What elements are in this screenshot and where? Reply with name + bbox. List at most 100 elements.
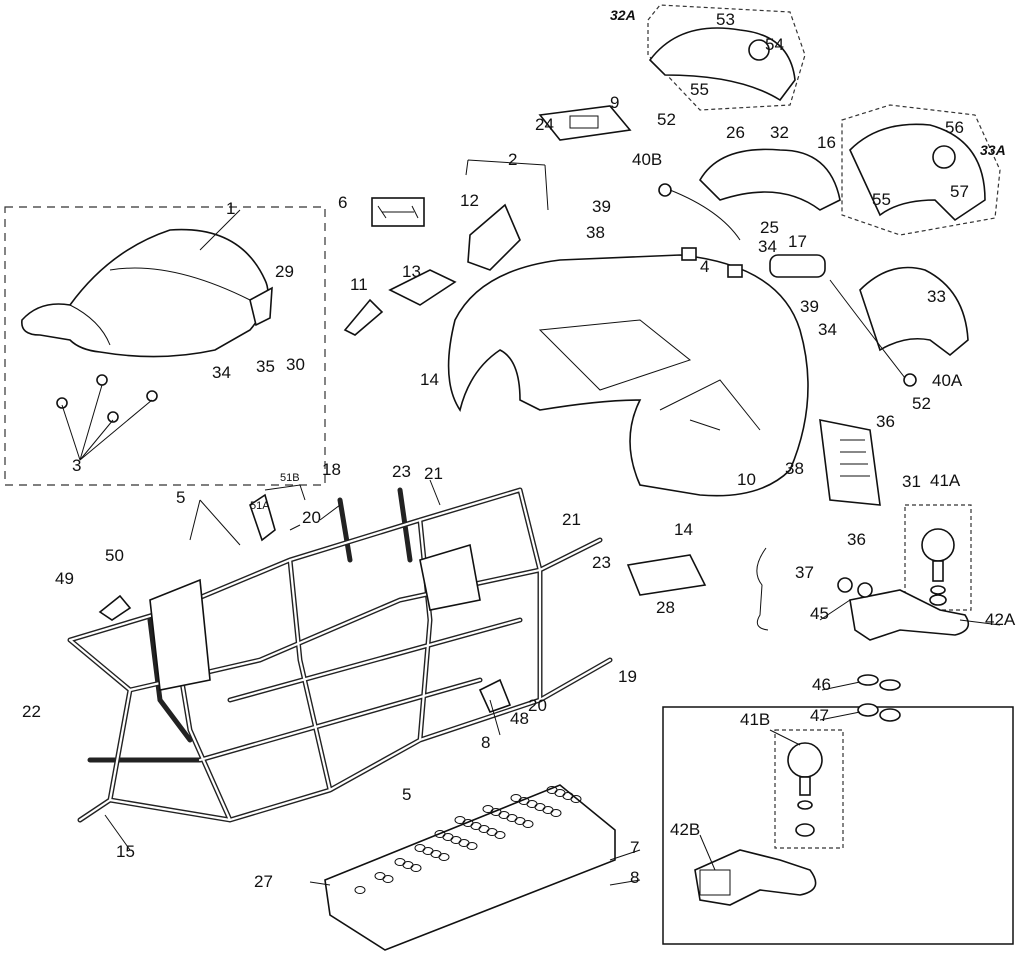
battery-cover-28 (626, 554, 707, 596)
part-label-32a: 32A (610, 7, 636, 23)
part-label-48: 48 (510, 709, 529, 728)
part-label-15: 15 (116, 842, 135, 861)
bracket-2 (465, 159, 549, 211)
part-label-21: 21 (424, 464, 443, 483)
footplate-hole (414, 844, 426, 852)
footplate-hole (354, 886, 366, 894)
leader-line (429, 479, 441, 506)
part-label-5: 5 (176, 488, 185, 507)
part-label-34: 34 (212, 363, 231, 382)
leader-line (189, 499, 201, 541)
part-label-12: 12 (460, 191, 479, 210)
part-label-40a: 40A (932, 371, 963, 390)
leader-line (769, 729, 801, 746)
part-label-56: 56 (945, 118, 964, 137)
part-label-14: 14 (420, 370, 439, 389)
bracket-11 (343, 298, 384, 336)
footplate-hole (454, 816, 466, 824)
leader-line (199, 499, 241, 546)
part-label-33a: 33A (980, 142, 1006, 158)
leader-line (819, 599, 851, 621)
part-label-11: 11 (350, 275, 368, 294)
hitch-b-group-box (662, 706, 1014, 945)
part-label-42b: 42B (670, 820, 700, 839)
footplate-hole (374, 872, 386, 880)
part-label-41a: 41A (930, 471, 961, 490)
leader-line (79, 419, 114, 461)
cover-12 (467, 203, 521, 271)
rear-cover-33 (859, 266, 969, 357)
plate-13 (388, 269, 457, 306)
footplate-hole (510, 794, 522, 802)
part-label-14: 14 (674, 520, 693, 539)
part-label-8: 8 (630, 868, 639, 887)
leader-line (289, 524, 301, 531)
part-label-31: 31 (902, 472, 921, 491)
leader-line (61, 404, 81, 461)
part-label-46: 46 (812, 675, 831, 694)
part-label-28: 28 (656, 598, 675, 617)
reflector-56 (932, 145, 956, 169)
part-label-16: 16 (817, 133, 836, 152)
part-label-34: 34 (758, 237, 777, 256)
leader-line (489, 699, 501, 736)
part-label-52: 52 (912, 394, 931, 413)
part-label-38: 38 (586, 223, 605, 242)
part-label-23: 23 (392, 462, 411, 481)
part-label-19: 19 (618, 667, 637, 686)
part-label-30: 30 (286, 355, 305, 374)
leader-line (309, 881, 331, 886)
mudflap-31 (819, 418, 881, 506)
part-label-25: 25 (760, 218, 779, 237)
part-label-51b: 51B (280, 472, 300, 484)
seat-studs (56, 374, 158, 423)
part-label-37: 37 (795, 563, 814, 582)
part-label-5: 5 (402, 785, 411, 804)
part-label-2: 2 (508, 150, 517, 169)
bracket-51b (264, 484, 306, 501)
part-label-51a: 51A (250, 500, 270, 512)
tail-light-17 (769, 254, 826, 278)
part-label-20: 20 (528, 696, 547, 715)
part-label-36: 36 (847, 530, 866, 549)
part-label-23: 23 (592, 553, 611, 572)
part-label-39: 39 (800, 297, 819, 316)
part-label-34: 34 (818, 320, 837, 339)
part-label-49: 49 (55, 569, 74, 588)
part-label-27: 27 (254, 872, 273, 891)
part-label-36: 36 (876, 412, 895, 431)
leader-line (609, 849, 641, 861)
part-label-9: 9 (610, 93, 619, 112)
part-label-41b: 41B (740, 710, 770, 729)
clip-48 (478, 678, 512, 713)
part-label-52: 52 (657, 110, 676, 129)
part-label-35: 35 (256, 357, 275, 376)
footplate-hole (434, 830, 446, 838)
part-label-24: 24 (535, 115, 554, 134)
leader-line (819, 711, 861, 721)
footplate-hole (394, 858, 406, 866)
rear-cover-57 (849, 123, 986, 222)
part-label-33: 33 (927, 287, 946, 306)
reflector-54 (748, 39, 770, 61)
part-label-55: 55 (690, 80, 709, 99)
part-label-22: 22 (22, 702, 41, 721)
part-label-54: 54 (765, 35, 784, 54)
leader-line (79, 384, 103, 461)
part-label-45: 45 (810, 604, 829, 623)
bracket-51a (249, 493, 276, 542)
hitch-ball-b-box (774, 729, 844, 849)
leader-lines (61, 209, 1001, 886)
part-label-21: 21 (562, 510, 581, 529)
part-label-40b: 40B (632, 150, 662, 169)
part-label-57: 57 (950, 182, 969, 201)
part-label-55: 55 (872, 190, 891, 209)
hitch-b (694, 742, 823, 906)
leader-line (104, 814, 131, 851)
frame-15 (67, 487, 613, 823)
rear-cover-32 (699, 148, 841, 211)
footplate-hole (546, 786, 558, 794)
